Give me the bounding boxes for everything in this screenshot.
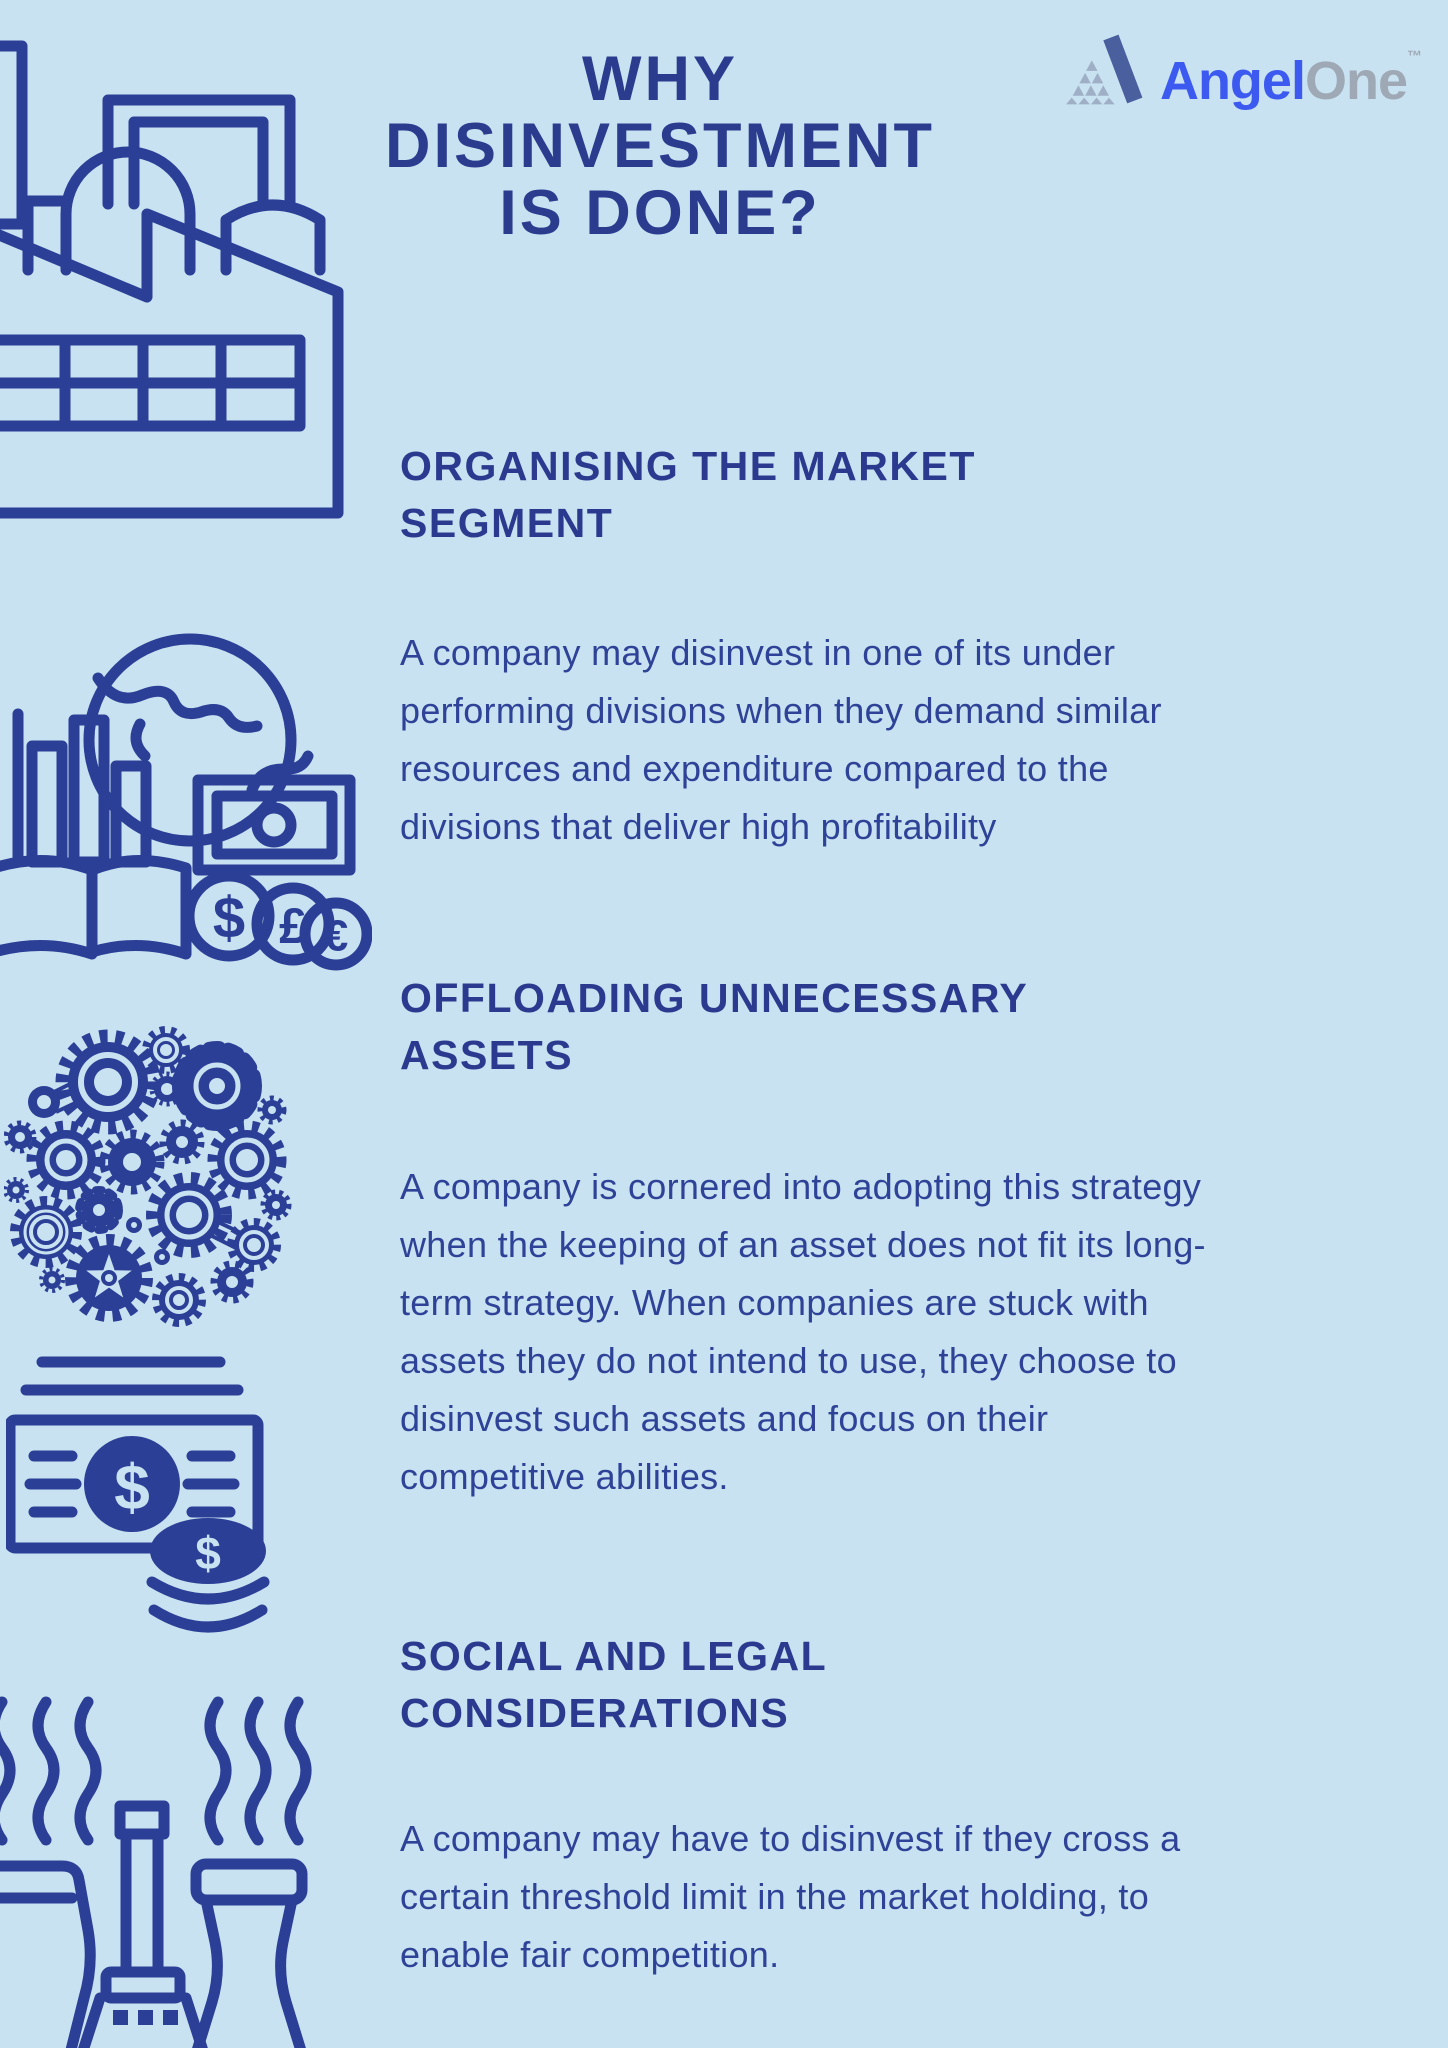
section-body-social-legal: A company may have to disinvest if they … [400, 1810, 1180, 1984]
body-line: divisions that deliver high profitabilit… [400, 806, 997, 847]
heading-line: ORGANISING THE MARKET [400, 443, 976, 489]
body-line: term strategy. When companies are stuck … [400, 1282, 1149, 1323]
global-economy-icon: $ £ € [0, 628, 373, 985]
dollar-symbol: $ [213, 886, 245, 951]
gears-icon [3, 1010, 296, 1343]
body-line: A company may disinvest in one of its un… [400, 632, 1116, 673]
angelone-logo-mark-icon [1065, 34, 1143, 105]
logo-trademark: ™ [1407, 48, 1422, 65]
angelone-logo-text: AngelOne™ [1160, 20, 1422, 118]
cash-coins-icon: $ $ [4, 1346, 306, 1651]
heading-line: OFFLOADING UNNECESSARY [400, 975, 1029, 1021]
power-plant-icon [0, 1694, 332, 2048]
heading-line: ASSETS [400, 1032, 574, 1078]
page-title: WHY DISINVESTMENT IS DONE? [300, 46, 1020, 247]
title-line: WHY [582, 44, 738, 114]
logo-one-text: One [1304, 51, 1408, 111]
section-heading-social-legal: SOCIAL AND LEGAL CONSIDERATIONS [400, 1628, 827, 1742]
pound-symbol: £ [279, 898, 307, 954]
body-line: A company may have to disinvest if they … [400, 1818, 1181, 1859]
body-line: disinvest such assets and focus on their [400, 1398, 1049, 1439]
body-line: A company is cornered into adopting this… [400, 1166, 1202, 1207]
section-body-offloading-assets: A company is cornered into adopting this… [400, 1158, 1206, 1506]
heading-line: SEGMENT [400, 500, 614, 546]
title-line: DISINVESTMENT [384, 111, 936, 181]
body-line: assets they do not intend to use, they c… [400, 1340, 1177, 1381]
logo-angel-text: Angel [1159, 51, 1306, 111]
body-line: certain threshold limit in the market ho… [400, 1876, 1150, 1917]
section-body-organising-market-segment: A company may disinvest in one of its un… [400, 624, 1162, 856]
factory-icon [0, 8, 345, 528]
euro-symbol: € [324, 912, 348, 961]
body-line: when the keeping of an asset does not fi… [400, 1224, 1206, 1265]
body-line: resources and expenditure compared to th… [400, 748, 1109, 789]
heading-line: SOCIAL AND LEGAL [400, 1633, 828, 1679]
body-line: enable fair competition. [400, 1934, 780, 1975]
section-heading-offloading-assets: OFFLOADING UNNECESSARY ASSETS [400, 970, 1028, 1084]
body-line: performing divisions when they demand si… [400, 690, 1162, 731]
heading-line: CONSIDERATIONS [400, 1690, 790, 1736]
angelone-logo: AngelOne™ [1065, 20, 1422, 118]
coin-dollar-symbol: $ [195, 1527, 221, 1579]
section-heading-organising-market-segment: ORGANISING THE MARKET SEGMENT [400, 438, 976, 552]
body-line: competitive abilities. [400, 1456, 729, 1497]
title-line: IS DONE? [499, 178, 821, 248]
banknote-dollar-symbol: $ [114, 1451, 150, 1523]
